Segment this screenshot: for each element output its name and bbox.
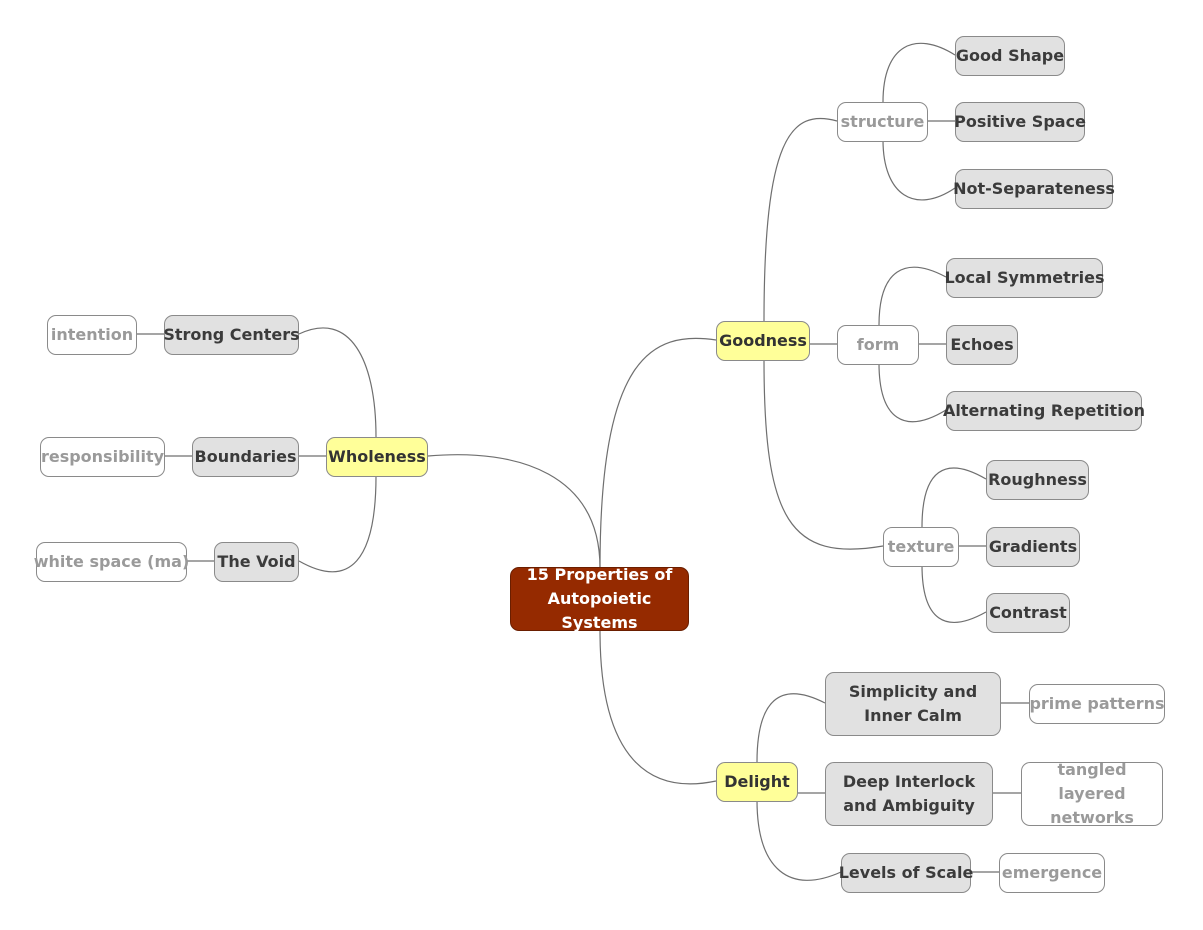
boundaries-node[interactable]: Boundaries: [192, 437, 299, 477]
roughness-node[interactable]: Roughness: [986, 460, 1089, 500]
the-void-node[interactable]: The Void: [214, 542, 299, 582]
connector-root-delight: [599, 630, 717, 785]
connector-form-alternating-repetition: [878, 362, 947, 423]
connector-texture-roughness: [921, 467, 987, 528]
white-space-node[interactable]: white space (ma): [34, 542, 189, 582]
deep-interlock-node[interactable]: Deep Interlock and Ambiguity: [825, 762, 993, 826]
tangled-networks-node[interactable]: tangled layered networks: [1021, 760, 1163, 827]
goodness-node[interactable]: Goodness: [716, 321, 810, 361]
connector-form-local-symmetries: [878, 266, 947, 326]
structure-node[interactable]: structure: [837, 102, 928, 142]
not-separateness-node[interactable]: Not-Separateness: [953, 169, 1115, 209]
form-node[interactable]: form: [837, 325, 919, 365]
root-node[interactable]: 15 Properties of Autopoietic Systems: [510, 565, 689, 632]
connector-texture-contrast: [921, 564, 987, 623]
connector-root-goodness: [599, 337, 717, 569]
connector-wholeness-strong-centers: [298, 327, 377, 438]
strong-centers-node[interactable]: Strong Centers: [163, 315, 300, 355]
prime-patterns-node[interactable]: prime patterns: [1029, 684, 1165, 724]
good-shape-node[interactable]: Good Shape: [955, 36, 1065, 76]
connector-wholeness-the-void: [298, 475, 377, 573]
alternating-repetition-node[interactable]: Alternating Repetition: [943, 391, 1145, 431]
connector-goodness-texture: [763, 359, 884, 550]
levels-of-scale-node[interactable]: Levels of Scale: [839, 853, 973, 893]
positive-space-node[interactable]: Positive Space: [954, 102, 1086, 142]
gradients-node[interactable]: Gradients: [986, 527, 1080, 567]
connector-root-wholeness: [427, 454, 601, 569]
connector-goodness-structure: [763, 117, 838, 323]
wholeness-node[interactable]: Wholeness: [326, 437, 428, 477]
responsibility-node[interactable]: responsibility: [40, 437, 165, 477]
intention-node[interactable]: intention: [47, 315, 137, 355]
connector-delight-simplicity: [756, 693, 826, 763]
connector-structure-good-shape: [882, 42, 956, 103]
emergence-node[interactable]: emergence: [999, 853, 1105, 893]
simplicity-node[interactable]: Simplicity and Inner Calm: [825, 672, 1001, 736]
connector-structure-not-separateness: [882, 139, 956, 201]
connector-delight-levels-of-scale: [756, 799, 842, 881]
echoes-node[interactable]: Echoes: [946, 325, 1018, 365]
local-symmetries-node[interactable]: Local Symmetries: [944, 258, 1105, 298]
delight-node[interactable]: Delight: [716, 762, 798, 802]
texture-node[interactable]: texture: [883, 527, 959, 567]
contrast-node[interactable]: Contrast: [986, 593, 1070, 633]
